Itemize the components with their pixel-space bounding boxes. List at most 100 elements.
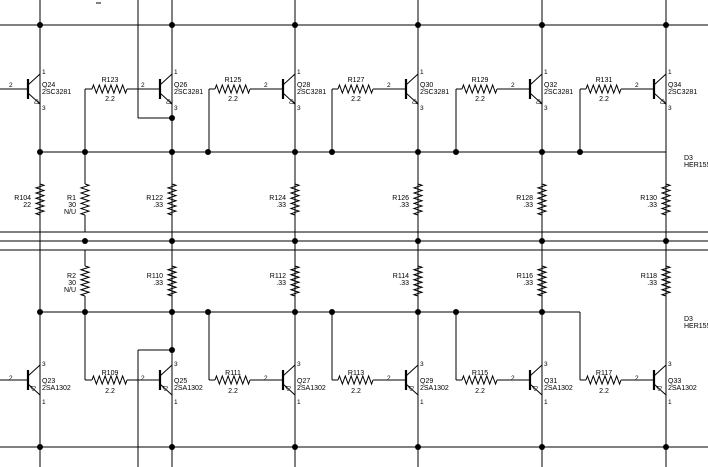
pin-label: 1 bbox=[174, 69, 178, 76]
pin-label: 1 bbox=[42, 399, 46, 406]
diode-label: D3 bbox=[684, 155, 693, 162]
transistor-collector-lead bbox=[529, 73, 543, 86]
resistor-value: .33 bbox=[647, 202, 657, 209]
transistor-part: 2SC3281 bbox=[174, 89, 203, 96]
resistor-name: R111 bbox=[225, 370, 241, 377]
resistor-symbol bbox=[214, 83, 251, 95]
junction-dot bbox=[82, 238, 88, 244]
transistor-part: 2SC3281 bbox=[420, 89, 449, 96]
resistor-value: 2.2 bbox=[475, 388, 485, 395]
pin-label: 3 bbox=[668, 105, 672, 112]
pin-label: 1 bbox=[544, 399, 548, 406]
pin-label: 3 bbox=[544, 105, 548, 112]
resistor-value: 2.2 bbox=[228, 96, 238, 103]
resistor-symbol bbox=[585, 374, 622, 386]
pin-label: 2 bbox=[387, 375, 391, 382]
junction-dot bbox=[539, 149, 545, 155]
transistor-part: 2SA1302 bbox=[42, 385, 71, 392]
junction-dot bbox=[169, 238, 175, 244]
emitter-arrow bbox=[659, 98, 667, 105]
emitter-arrow bbox=[29, 385, 37, 392]
junction-dot bbox=[453, 149, 459, 155]
transistor-collector-lead bbox=[159, 364, 173, 377]
resistor-symbol bbox=[289, 183, 301, 216]
resistor-name: R125 bbox=[225, 77, 242, 84]
pin-label: 2 bbox=[264, 82, 268, 89]
resistor-symbol bbox=[337, 374, 374, 386]
transistor-name: Q26 bbox=[174, 82, 187, 89]
resistor-value: 2.2 bbox=[475, 96, 485, 103]
resistor-note: N/U bbox=[64, 287, 76, 294]
pin-label: 3 bbox=[42, 361, 46, 368]
transistor-name: Q34 bbox=[668, 82, 681, 89]
junction-dot bbox=[329, 309, 335, 315]
resistor-symbol bbox=[166, 265, 178, 297]
junction-dot bbox=[415, 22, 421, 28]
resistor-symbol bbox=[660, 265, 672, 297]
resistor-symbol bbox=[660, 183, 672, 216]
transistor-name: Q25 bbox=[174, 378, 187, 385]
resistor-value: .33 bbox=[399, 202, 409, 209]
junction-dot bbox=[539, 238, 545, 244]
pin-label: 2 bbox=[141, 82, 145, 89]
transistor-emitter-lead bbox=[529, 92, 543, 105]
transistor-collector-lead bbox=[405, 364, 419, 377]
junction-dot bbox=[82, 309, 88, 315]
junction-dot bbox=[37, 444, 43, 450]
resistor-name: R128 bbox=[516, 195, 533, 202]
transistor-collector-lead bbox=[282, 73, 296, 86]
resistor-symbol bbox=[79, 183, 91, 216]
resistor-value: 30 bbox=[68, 202, 76, 209]
resistor-value: 2.2 bbox=[599, 96, 609, 103]
junction-dot bbox=[577, 149, 583, 155]
resistor-symbol bbox=[461, 374, 498, 386]
junction-dot bbox=[415, 444, 421, 450]
resistor-symbol bbox=[461, 83, 498, 95]
transistor-part: 2SC3281 bbox=[668, 89, 697, 96]
pin-label: 3 bbox=[174, 361, 178, 368]
transistor-part: 2SC3281 bbox=[297, 89, 326, 96]
junction-dot bbox=[292, 444, 298, 450]
resistor-name: R116 bbox=[517, 273, 533, 280]
pin-label: 3 bbox=[668, 361, 672, 368]
junction-dot bbox=[539, 22, 545, 28]
transistor-name: Q33 bbox=[668, 378, 681, 385]
resistor-symbol bbox=[536, 183, 548, 216]
pin-label: 2 bbox=[9, 82, 13, 89]
junction-dot bbox=[292, 22, 298, 28]
emitter-arrow bbox=[407, 385, 415, 392]
transistor-part: 2SA1302 bbox=[174, 385, 203, 392]
pin-label: 1 bbox=[420, 69, 424, 76]
emitter-arrow bbox=[284, 385, 292, 392]
resistor-value: 30 bbox=[68, 280, 76, 287]
pin-label: 2 bbox=[635, 82, 639, 89]
junction-dot bbox=[169, 22, 175, 28]
pin-label: 3 bbox=[420, 105, 424, 112]
junction-dot bbox=[292, 149, 298, 155]
pin-label: 2 bbox=[387, 82, 391, 89]
junction-dot bbox=[82, 149, 88, 155]
resistor-name: R109 bbox=[102, 370, 119, 377]
pin-label: 3 bbox=[174, 105, 178, 112]
resistor-name: R1 bbox=[67, 195, 76, 202]
pin-label: 3 bbox=[297, 361, 301, 368]
junction-dot bbox=[169, 444, 175, 450]
resistor-symbol bbox=[536, 265, 548, 297]
resistor-symbol bbox=[289, 265, 301, 297]
net-label: HER155 bbox=[684, 162, 708, 169]
junction-dot bbox=[539, 309, 545, 315]
resistor-value: .33 bbox=[647, 280, 657, 287]
transistor-collector-lead bbox=[529, 364, 543, 377]
resistor-value: 2.2 bbox=[105, 388, 115, 395]
resistor-value: 2.2 bbox=[228, 388, 238, 395]
junction-dot bbox=[169, 149, 175, 155]
resistor-name: R126 bbox=[392, 195, 409, 202]
transistor-emitter-lead bbox=[159, 92, 173, 105]
resistor-name: R114 bbox=[393, 273, 409, 280]
resistor-value: 2.2 bbox=[351, 96, 361, 103]
resistor-value: .33 bbox=[276, 280, 286, 287]
resistor-name: R104 bbox=[14, 195, 31, 202]
resistor-symbol bbox=[91, 374, 128, 386]
junction-dot bbox=[205, 149, 211, 155]
